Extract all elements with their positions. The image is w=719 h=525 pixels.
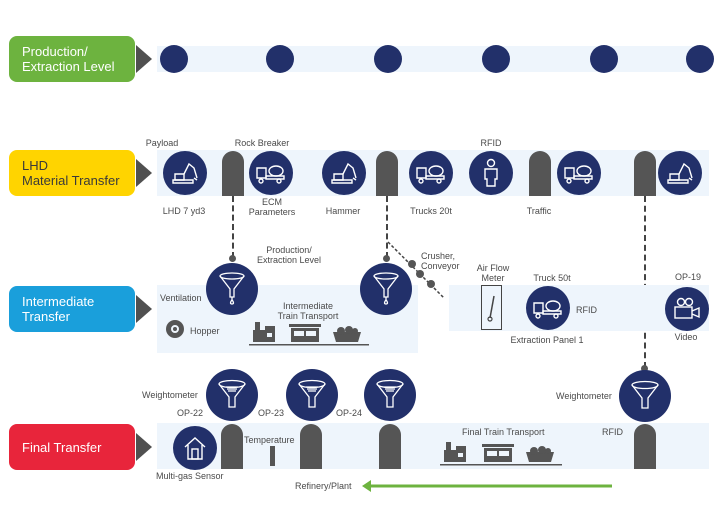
refinery-label: Refinery/Plant (295, 481, 352, 491)
mixer-truck-icon[interactable] (249, 151, 293, 195)
rfid-label-intermediate: RFID (576, 305, 597, 315)
crusher-line2: Conveyor (421, 261, 460, 271)
production-node[interactable] (266, 45, 294, 73)
lhd-label-line2: Material Transfer (22, 173, 120, 188)
airflow-line2: Meter (481, 273, 505, 283)
prod-line1: Production/ (266, 245, 312, 255)
connector-line (232, 196, 234, 258)
intermediate-train-icon (249, 322, 369, 346)
ore-pass-pillar (221, 424, 243, 469)
mixer-truck-icon[interactable] (526, 286, 570, 330)
intermediate-arrow-icon (136, 295, 152, 323)
train-line2: Train Transport (277, 311, 339, 321)
crusher-line1: Crusher, (421, 251, 456, 261)
lhd-arrow-icon (136, 159, 152, 187)
production-node[interactable] (160, 45, 188, 73)
weightometer-funnel-icon[interactable] (364, 369, 416, 421)
ore-pass-pillar (529, 151, 551, 196)
temperature-label: Temperature (244, 435, 295, 445)
intermediate-label-line1: Intermediate (22, 294, 95, 309)
final-train-icon (440, 442, 562, 466)
production-label-line2: Extraction Level (22, 59, 115, 74)
rock-breaker-label: Rock Breaker (234, 138, 290, 148)
truck50-label: Truck 50t (533, 273, 571, 283)
connector-dot (229, 255, 236, 262)
trucks20-label: Trucks 20t (410, 206, 452, 216)
production-node[interactable] (686, 45, 714, 73)
ventilation-label: Ventilation (160, 293, 202, 303)
airflow-meter-icon[interactable] (481, 285, 502, 330)
refinery-arrow-icon (362, 480, 612, 492)
ore-pass-pillar (634, 424, 656, 469)
rfid-person-icon[interactable] (469, 151, 513, 195)
temperature-sensor-icon (270, 446, 275, 466)
traffic-label: Traffic (526, 206, 552, 216)
production-node[interactable] (374, 45, 402, 73)
video-label: Video (674, 332, 698, 342)
production-level-label: Production/Extraction Level (9, 36, 135, 82)
final-label-line1: Final Transfer (22, 439, 102, 455)
weightometer-funnel-icon[interactable] (286, 369, 338, 421)
hopper-icon (166, 320, 184, 338)
excavator-icon[interactable] (163, 151, 207, 195)
weightometer-funnel-icon[interactable] (206, 369, 258, 421)
excavator-icon[interactable] (322, 151, 366, 195)
production-node[interactable] (590, 45, 618, 73)
prod-extraction-label: Production/Extraction Level (257, 245, 321, 265)
ore-pass-pillar (634, 151, 656, 196)
op22-label: OP-22 (177, 408, 204, 418)
funnel-icon[interactable] (206, 263, 258, 315)
weightometer-right-label: Weightometer (556, 391, 612, 401)
intermediate-label-line2: Transfer (22, 309, 70, 324)
final-level-label: Final Transfer (9, 424, 135, 470)
video-camera-icon[interactable] (665, 287, 709, 331)
production-arrow-icon (136, 45, 152, 73)
multi-gas-house-icon[interactable] (173, 426, 217, 470)
lhd7-label: LHD 7 yd3 (162, 206, 206, 216)
crusher-label: Crusher,Conveyor (421, 251, 460, 271)
production-band (157, 46, 709, 72)
prod-line2: Extraction Level (256, 255, 322, 265)
ecm-line1: ECM (262, 197, 282, 207)
op24-label: OP-24 (336, 408, 363, 418)
connector-dot (383, 255, 390, 262)
ore-pass-pillar (376, 151, 398, 196)
extraction-panel-label: Extraction Panel 1 (510, 335, 584, 345)
ore-pass-pillar (222, 151, 244, 196)
connector-line (386, 196, 388, 258)
excavator-icon[interactable] (658, 151, 702, 195)
weightometer-funnel-icon[interactable] (619, 370, 671, 422)
hopper-label: Hopper (190, 326, 220, 336)
airflow-line1: Air Flow (476, 263, 510, 273)
ore-pass-pillar (379, 424, 401, 469)
final-train-label: Final Train Transport (462, 427, 545, 437)
op19-label: OP-19 (674, 272, 702, 282)
mixer-truck-icon[interactable] (409, 151, 453, 195)
ecm-line2: Parameters (248, 207, 296, 217)
rfid-label-top: RFID (480, 138, 502, 148)
crusher-conveyor-line (387, 241, 445, 299)
production-node[interactable] (482, 45, 510, 73)
final-band (157, 423, 709, 469)
final-arrow-icon (136, 433, 152, 461)
payload-label: Payload (145, 138, 179, 148)
train-line1: Intermediate (282, 301, 334, 311)
mixer-truck-icon[interactable] (557, 151, 601, 195)
lhd-label-line1: LHD (22, 158, 49, 173)
funnel-icon[interactable] (360, 263, 412, 315)
op23-label: OP-23 (258, 408, 285, 418)
ore-pass-pillar (300, 424, 322, 469)
connector-dot (641, 365, 648, 372)
connector-line (644, 196, 646, 368)
rfid-label-final: RFID (602, 427, 623, 437)
production-label-line1: Production/ (22, 44, 88, 59)
hammer-label: Hammer (325, 206, 361, 216)
multigas-label: Multi-gas Sensor (156, 471, 224, 481)
weightometer-left-label: Weightometer (142, 390, 198, 400)
